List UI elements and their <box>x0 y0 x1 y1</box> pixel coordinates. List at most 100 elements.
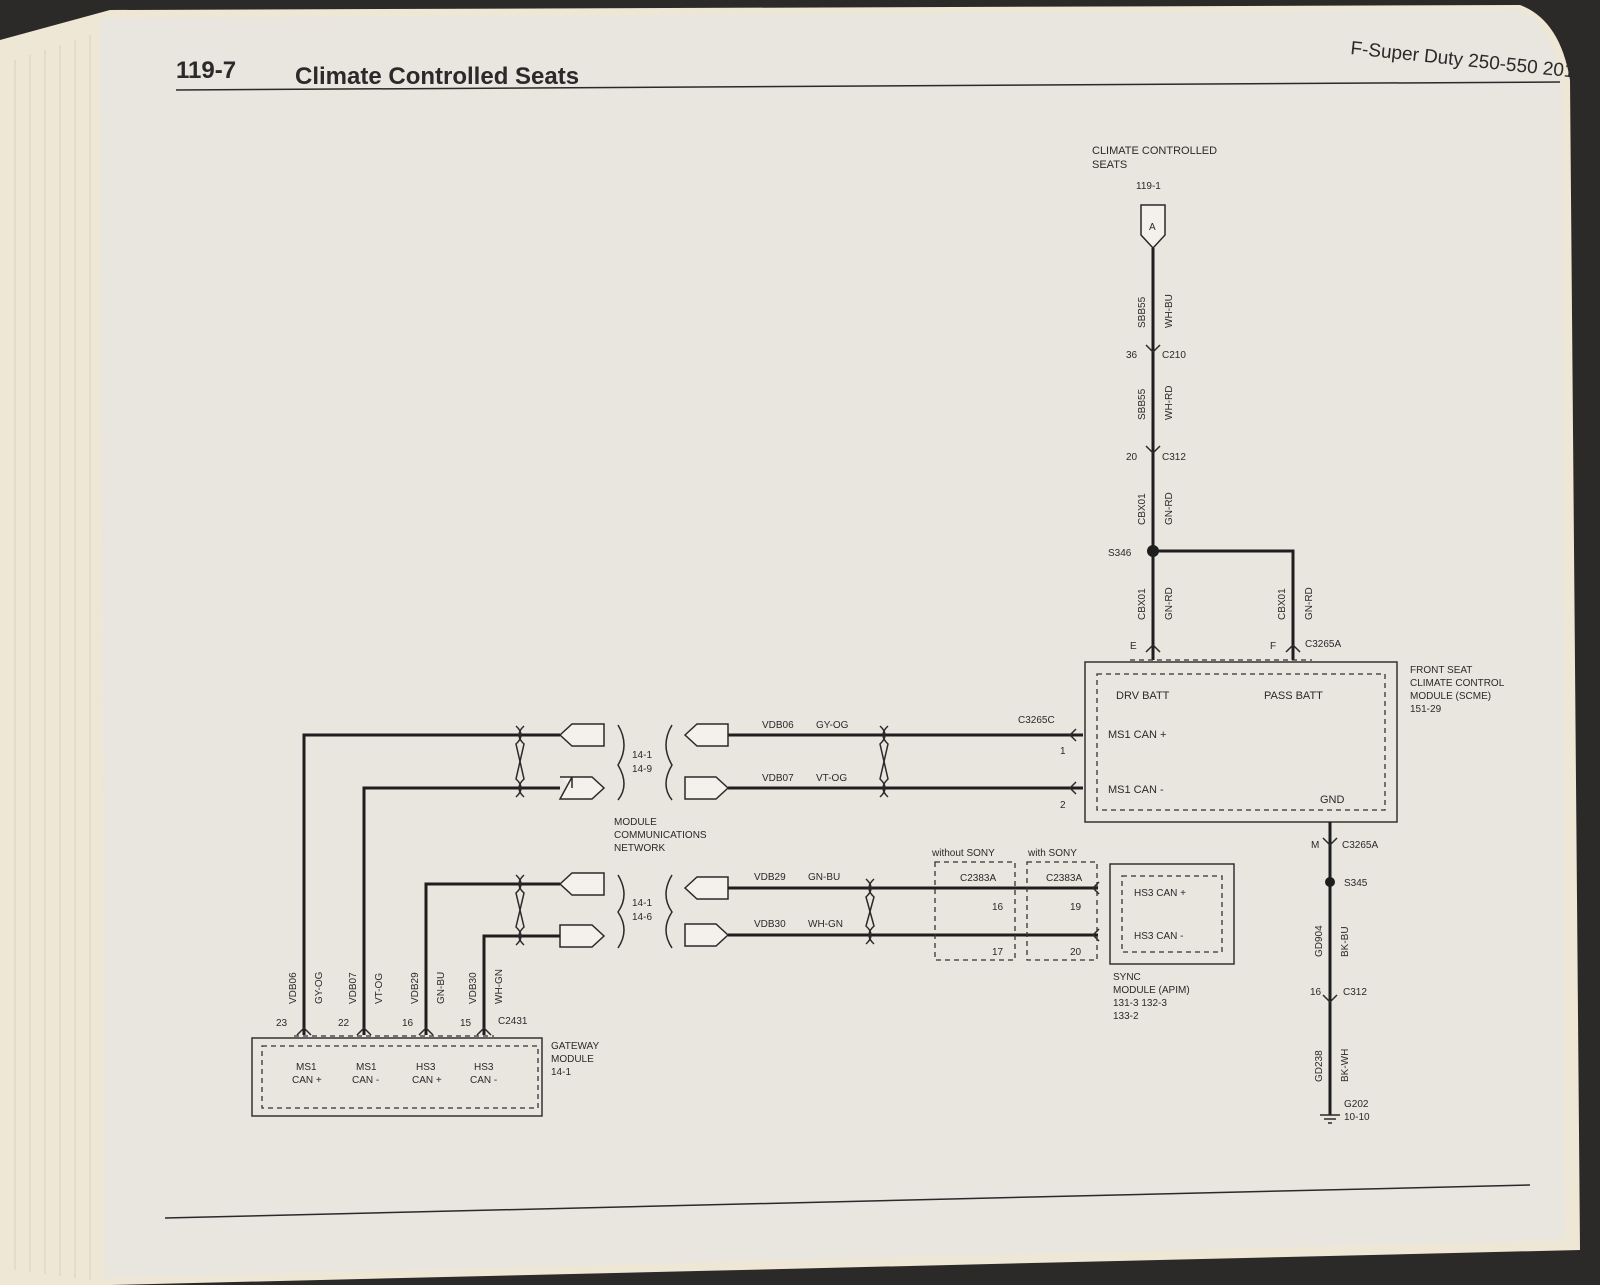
ms-ref2: 14-9 <box>632 764 652 775</box>
ms-ref1: 14-1 <box>632 750 652 761</box>
gateway-wire-1: VDB07 VT-OG 22 MS1 CAN - <box>338 972 385 1086</box>
gateway-internal-dashed-box <box>261 1045 539 1109</box>
scme-pin2-chevron-icon <box>1068 781 1077 795</box>
ms-twist-left-icon-b <box>515 725 525 798</box>
gw-vdb06-wire <box>302 733 560 1035</box>
ms-conn-left-top-icon <box>558 723 605 747</box>
hs-conn-right-bottom-icon <box>684 923 730 947</box>
gw-vdb07-wire <box>362 786 560 1035</box>
sync-internal-dashed-box <box>1121 875 1223 953</box>
ground-c3265a: C3265A <box>1342 840 1378 851</box>
hs-wire2-color: WH-GN <box>808 919 843 930</box>
ground-seg2-color: BK-WH <box>1340 1049 1351 1082</box>
scme-pin-1: 1 <box>1060 746 1066 757</box>
gateway-label-2: MODULE <box>551 1054 594 1065</box>
hs-conn-left-top-icon <box>558 872 605 896</box>
ms-conn-right-bottom-icon <box>684 776 730 800</box>
sync-refs-1: 131-3 132-3 <box>1113 998 1167 1009</box>
scme-label-2: CLIMATE CONTROL <box>1410 678 1505 689</box>
scme-pass-batt: PASS BATT <box>1264 690 1323 702</box>
gw-vdb29-wire <box>424 882 560 1035</box>
without-sony-pin-bottom: 17 <box>992 947 1004 958</box>
source-label-2: SEATS <box>1092 159 1127 171</box>
gw-wire2-label2: CAN + <box>412 1075 442 1086</box>
pin-f-chevron-icon <box>1285 643 1301 653</box>
scme-internal-dashed-box <box>1096 673 1386 811</box>
gw-wire3-label2: CAN - <box>470 1075 497 1086</box>
ground-pin-m: M <box>1311 840 1319 851</box>
with-sony-box <box>1026 861 1098 961</box>
sync-refs-2: 133-2 <box>1113 1011 1139 1022</box>
scme-ref: 151-29 <box>1410 704 1442 715</box>
mcn-label-3: NETWORK <box>614 843 665 854</box>
gw-wire3-chevron-icon <box>476 1026 492 1036</box>
gateway-module-box <box>251 1037 543 1117</box>
ground-c312-label: C312 <box>1343 987 1367 998</box>
c3265c-label: C3265C <box>1018 715 1055 726</box>
sync-hs3-can-minus: HS3 CAN - <box>1134 931 1183 942</box>
g202-ref: 10-10 <box>1344 1112 1370 1123</box>
gw-wire0-chevron-icon <box>296 1026 312 1036</box>
seg4-circuit: CBX01 <box>1137 588 1148 620</box>
c2431-label: C2431 <box>498 1016 528 1027</box>
hs-wire2-circuit: VDB30 <box>754 919 786 930</box>
scme-drv-batt: DRV BATT <box>1116 690 1170 702</box>
with-sony-pin-top: 19 <box>1070 902 1082 913</box>
page-edge-lines <box>14 35 91 1280</box>
ms-break-right-icon <box>665 724 673 801</box>
gw-wire2-color: GN-BU <box>436 972 447 1004</box>
with-sony-connector: C2383A <box>1046 873 1082 884</box>
hs-ref2: 14-6 <box>632 912 652 923</box>
ms-conn-left-bottom-icon <box>558 776 606 800</box>
c3265a-m-chevron-icon <box>1322 837 1338 847</box>
gw-wire1-label1: MS1 <box>356 1062 377 1073</box>
scme-pin-2: 2 <box>1060 800 1066 811</box>
gw-wire1-color: VT-OG <box>374 973 385 1004</box>
gw-wire0-color: GY-OG <box>314 971 325 1004</box>
ground-seg2-circuit: GD238 <box>1314 1050 1325 1082</box>
seg1-circuit: SBB55 <box>1137 296 1148 328</box>
with-sony-label: with SONY <box>1027 848 1077 859</box>
page-number: 119-7 <box>176 57 236 84</box>
gw-vdb30-wire <box>482 934 560 1035</box>
splice-s345-icon <box>1325 877 1335 887</box>
pin-f-label: F <box>1270 641 1276 652</box>
gw-wire3-label1: HS3 <box>474 1062 494 1073</box>
c312-pin: 20 <box>1126 452 1138 463</box>
gateway-ref: 14-1 <box>551 1067 571 1078</box>
gw-wire1-chevron-icon <box>356 1026 372 1036</box>
ground-seg1-circuit: GD904 <box>1314 925 1325 957</box>
without-sony-label: without SONY <box>931 848 995 859</box>
header-rule <box>175 81 1561 91</box>
ground-c312-pin: 16 <box>1310 987 1322 998</box>
paper-sheet <box>100 10 1565 1278</box>
seg4-color: GN-RD <box>1164 587 1175 620</box>
gw-wire1-pin: 22 <box>338 1018 350 1029</box>
mcn-label-1: MODULE <box>614 817 657 828</box>
scme-module-box <box>1084 661 1398 823</box>
with-sony-pin-bottom: 20 <box>1070 947 1082 958</box>
without-sony-box <box>934 861 1016 961</box>
hs-wire1-color: GN-BU <box>808 872 840 883</box>
gw-wire0-pin: 23 <box>276 1018 288 1029</box>
sync-label-2: MODULE (APIM) <box>1113 985 1190 996</box>
mcn-label-2: COMMUNICATIONS <box>614 830 707 841</box>
c312-name: C312 <box>1162 452 1186 463</box>
hs-break-right-icon <box>665 874 673 949</box>
without-sony-connector: C2383A <box>960 873 996 884</box>
ground-c312-chevron-icon <box>1322 994 1338 1004</box>
gw-wire3-color: WH-GN <box>494 969 505 1004</box>
ms-wire1-circuit: VDB06 <box>762 720 794 731</box>
page-title: Climate Controlled Seats <box>295 63 579 90</box>
sync-module-box <box>1109 863 1235 965</box>
hs-break-left-icon <box>617 874 625 949</box>
source-label-1: CLIMATE CONTROLLED <box>1092 145 1217 157</box>
scme-pin1-chevron-icon <box>1068 728 1077 742</box>
gateway-label-1: GATEWAY <box>551 1041 599 1052</box>
scme-ms1-can-plus: MS1 CAN + <box>1108 729 1166 741</box>
ms-break-left-icon <box>617 724 625 801</box>
c210-chevron-icon <box>1145 344 1161 354</box>
scme-label-1: FRONT SEAT <box>1410 665 1472 676</box>
source-connector-icon <box>1140 204 1166 250</box>
